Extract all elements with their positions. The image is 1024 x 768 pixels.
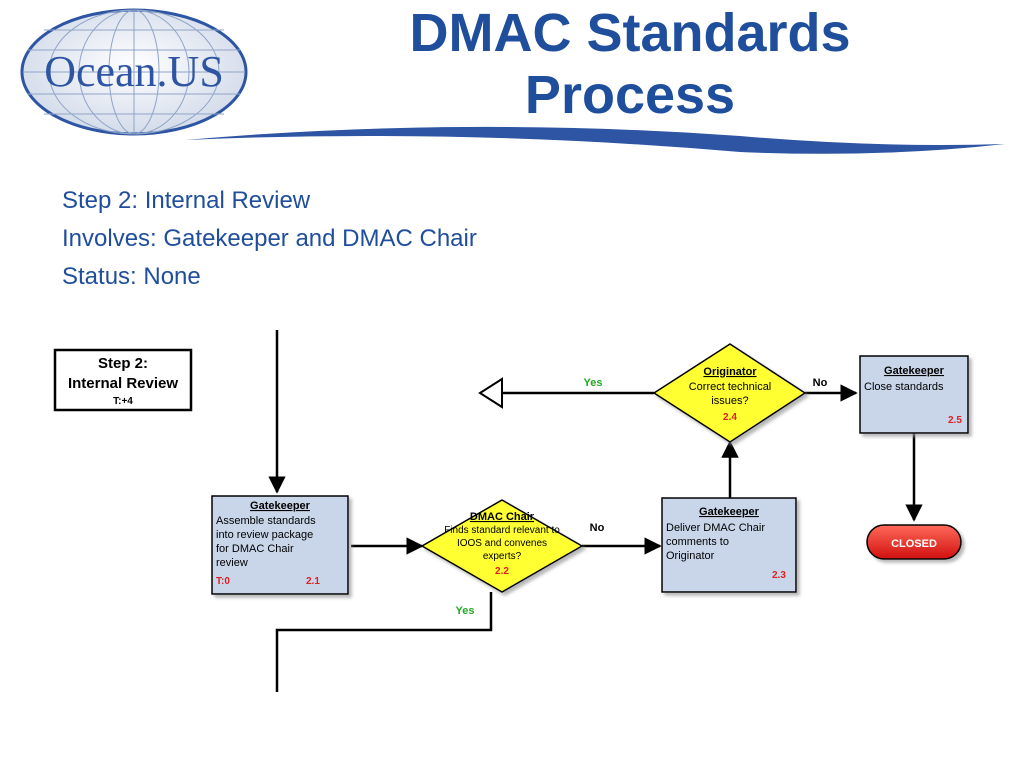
node-2-3-line-2: comments to bbox=[666, 536, 729, 548]
closed-terminator: CLOSED bbox=[866, 524, 962, 560]
node-2-1-line-1: Assemble standards bbox=[216, 515, 316, 527]
node-2-5-box bbox=[859, 355, 969, 434]
step-info: Step 2: Internal Review Involves: Gateke… bbox=[62, 182, 477, 296]
node-2-4-line-2: issues? bbox=[711, 395, 748, 407]
yes-label-top: Yes bbox=[584, 377, 603, 389]
no-label-top: No bbox=[813, 377, 828, 389]
logo-text: Ocean.US bbox=[44, 47, 224, 96]
node-2-2-role: DMAC Chair bbox=[470, 511, 535, 523]
node-2-2-id: 2.2 bbox=[495, 566, 509, 577]
title-swoosh bbox=[185, 126, 1005, 154]
yes-label-bottom: Yes bbox=[456, 605, 475, 617]
node-2-1-line-2: into review package bbox=[216, 529, 313, 541]
status-label: Status: None bbox=[62, 263, 201, 290]
node-2-4-line-1: Correct technical bbox=[689, 381, 772, 393]
step-box-time: T:+4 bbox=[113, 396, 133, 407]
node-2-3-line-3: Originator bbox=[666, 550, 715, 562]
page-title: DMAC Standards Process bbox=[380, 2, 880, 126]
node-2-3-line-1: Deliver DMAC Chair bbox=[666, 522, 765, 534]
connectors bbox=[268, 330, 923, 692]
node-2-1-time: T:0 bbox=[216, 576, 230, 587]
node-2-5: Gatekeeper Close standards 2.5 bbox=[859, 355, 969, 434]
node-2-3-id: 2.3 bbox=[772, 570, 786, 581]
title-line-2: Process bbox=[524, 65, 736, 125]
node-2-2-line-2: IOOS and convenes bbox=[457, 538, 547, 549]
node-2-3-box bbox=[661, 497, 797, 593]
node-2-4-role: Originator bbox=[703, 366, 757, 378]
flowchart: Step 2: Internal Review T:+4 Gatekeeper … bbox=[53, 330, 969, 692]
node-2-2-line-3: experts? bbox=[483, 551, 522, 562]
node-2-4-diamond bbox=[652, 343, 807, 443]
node-2-2: DMAC Chair Finds standard relevant to IO… bbox=[420, 499, 584, 593]
node-2-1-line-3: for DMAC Chair bbox=[216, 543, 294, 555]
node-2-1: Gatekeeper Assemble standards into revie… bbox=[211, 495, 349, 595]
off-page-connector bbox=[478, 377, 503, 409]
node-2-1-line-4: review bbox=[216, 557, 248, 569]
node-2-2-line-1: Finds standard relevant to bbox=[444, 525, 560, 536]
node-2-1-role: Gatekeeper bbox=[250, 500, 311, 512]
step-box-title-2: Internal Review bbox=[68, 375, 178, 392]
title-line-1: DMAC Standards bbox=[409, 3, 851, 63]
ocean-us-logo: Ocean.US bbox=[20, 8, 248, 136]
node-2-2-diamond bbox=[420, 499, 584, 593]
closed-label: CLOSED bbox=[891, 538, 937, 550]
node-2-3: Gatekeeper Deliver DMAC Chair comments t… bbox=[661, 497, 797, 593]
node-2-1-box bbox=[211, 495, 349, 595]
step-box-title-1: Step 2: bbox=[98, 355, 148, 372]
step-label: Step 2: Internal Review bbox=[62, 187, 311, 214]
step-box: Step 2: Internal Review T:+4 bbox=[53, 348, 193, 412]
node-2-4: Originator Correct technical issues? 2.4 bbox=[652, 343, 807, 443]
closed-pill bbox=[866, 524, 962, 560]
node-2-3-role: Gatekeeper bbox=[699, 506, 760, 518]
node-2-5-id: 2.5 bbox=[948, 415, 962, 426]
no-label-mid: No bbox=[590, 522, 605, 534]
node-2-5-role: Gatekeeper bbox=[884, 365, 945, 377]
node-2-1-id: 2.1 bbox=[306, 576, 320, 587]
involves-label: Involves: Gatekeeper and DMAC Chair bbox=[62, 225, 477, 252]
node-2-4-id: 2.4 bbox=[723, 412, 737, 423]
node-2-5-line-1: Close standards bbox=[864, 381, 944, 393]
exit-line bbox=[275, 592, 493, 692]
